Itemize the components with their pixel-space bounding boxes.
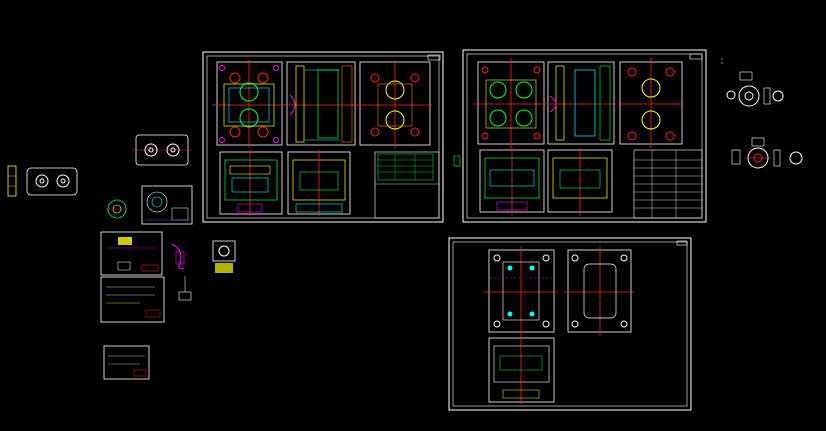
part-detail-small[interactable]: [141, 185, 193, 225]
bom-table-1: [374, 151, 440, 219]
parts-legend-small[interactable]: [100, 231, 163, 276]
side-bracket-detail[interactable]: [7, 165, 17, 197]
front-section-middle-2: [547, 148, 613, 215]
core-plate-view: [484, 246, 558, 336]
runner-detail-magenta[interactable]: [171, 243, 192, 301]
mold-assembly-sheet-2[interactable]: [453, 49, 707, 223]
top-view-right: [358, 60, 432, 148]
bom-table-2: [633, 149, 703, 219]
side-view-middle-2: [546, 61, 616, 145]
top-view-right-2: [618, 58, 684, 148]
plate-section-view: [488, 336, 555, 404]
ejector-detail-top[interactable]: [721, 58, 784, 107]
front-section-left: [219, 150, 283, 216]
round-gear-detail[interactable]: [106, 199, 128, 219]
note-block-small[interactable]: [103, 345, 150, 380]
front-section-middle: [287, 150, 351, 216]
sprue-bushing-detail[interactable]: [212, 240, 236, 273]
top-view-left: [212, 60, 286, 148]
cavity-plate-view: [564, 246, 634, 336]
mold-assembly-sheet-1[interactable]: [202, 51, 444, 223]
cavity-layout-small[interactable]: [132, 134, 192, 166]
mold-plate-sheet[interactable]: [448, 237, 692, 411]
top-view-left-2: [474, 58, 546, 148]
parts-list-small[interactable]: [100, 276, 165, 323]
ejector-detail-bottom[interactable]: [731, 137, 803, 169]
insert-detail-rounded[interactable]: [26, 167, 78, 196]
side-view-middle: [285, 61, 358, 146]
front-section-left-2: [479, 148, 545, 215]
